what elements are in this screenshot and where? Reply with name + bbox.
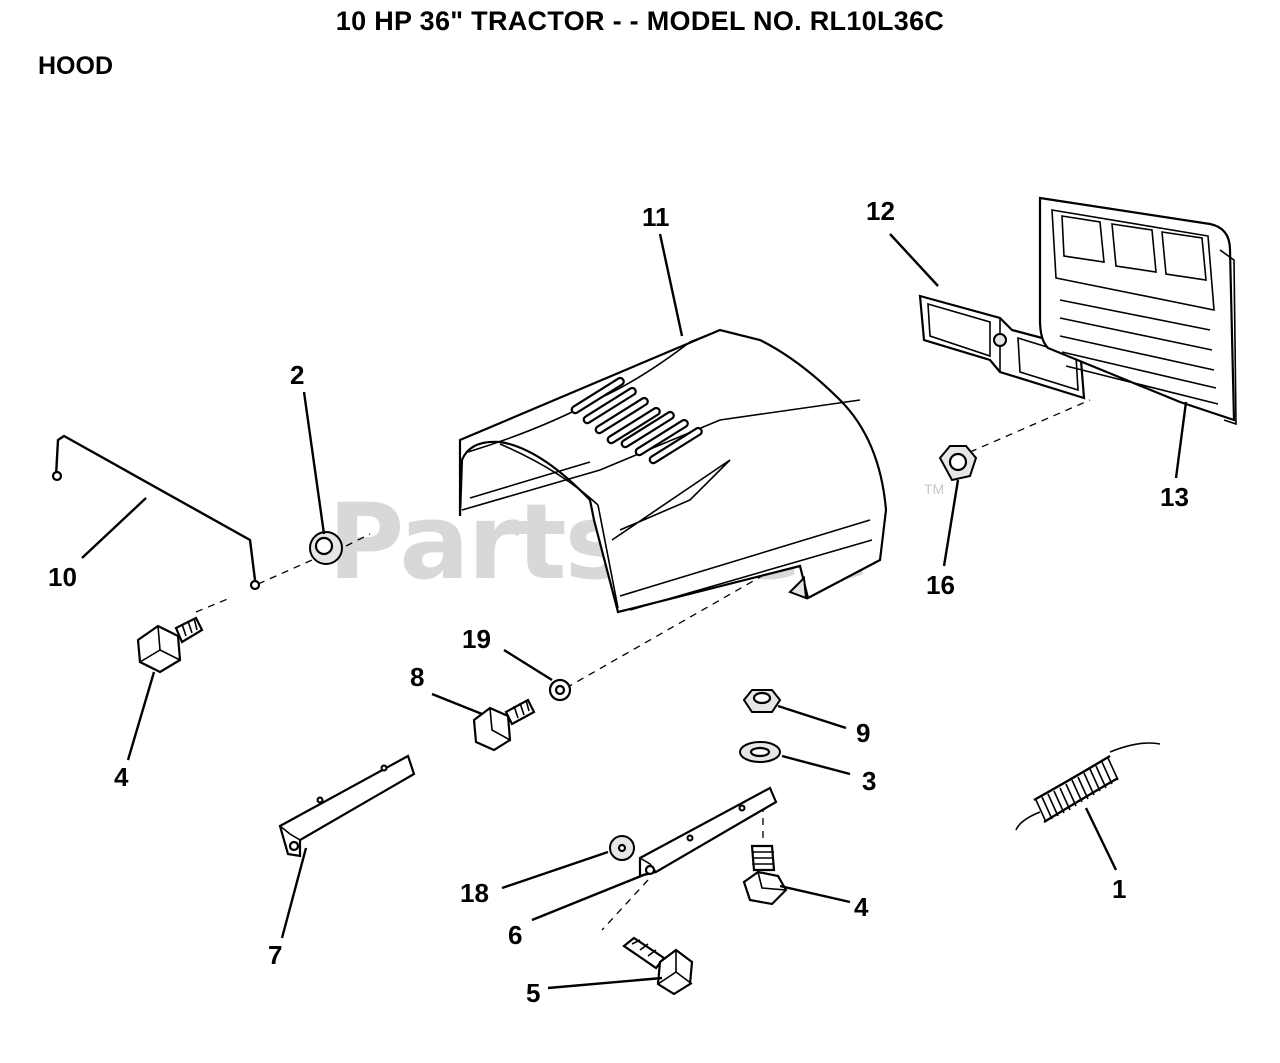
callout-1: 1 [1112, 874, 1126, 904]
bar-part-6 [638, 786, 778, 878]
callout-16: 16 [926, 570, 955, 600]
hood-vents [570, 376, 703, 465]
callout-10: 10 [48, 562, 77, 592]
washer-part-3 [739, 741, 781, 763]
spring-part-1 [1015, 742, 1161, 831]
assembly-lines [195, 399, 1091, 931]
watermark-trademark: TM [924, 481, 944, 497]
bolt-part-4-left [136, 616, 204, 674]
callout-4-right: 4 [854, 892, 869, 922]
washer-part-18 [609, 835, 635, 861]
callout-11: 11 [642, 202, 670, 232]
bracket-part-7 [278, 754, 416, 858]
callout-labels: 11 12 13 2 10 16 19 8 4 9 3 1 7 18 6 4 5 [48, 196, 1189, 1008]
callout-18: 18 [460, 878, 489, 908]
nut-part-9 [742, 689, 782, 713]
bolt-part-8 [472, 698, 536, 752]
spring-coil [1033, 754, 1119, 824]
callout-4-left: 4 [114, 762, 129, 792]
diagram-title: 10 HP 36" TRACTOR - - MODEL NO. RL10L36C [335, 6, 945, 36]
callout-13: 13 [1160, 482, 1189, 512]
grille-part-13 [1038, 196, 1237, 426]
callout-2: 2 [290, 360, 304, 390]
callout-6: 6 [508, 920, 522, 950]
hood-part-11 [458, 328, 888, 614]
callout-8: 8 [410, 662, 424, 692]
leader-lines [81, 233, 1188, 990]
nut-part-2 [309, 531, 343, 565]
callout-12: 12 [866, 196, 895, 226]
washer-part-19 [548, 678, 572, 702]
callout-9: 9 [856, 718, 870, 748]
section-label: HOOD [38, 52, 113, 80]
nut-part-16 [938, 445, 978, 482]
callout-5: 5 [526, 978, 540, 1008]
callout-3: 3 [862, 766, 876, 796]
bracket-part-12 [918, 294, 1086, 400]
callout-19: 19 [462, 624, 491, 654]
hood-rod [51, 434, 261, 591]
bolt-part-5 [622, 936, 694, 996]
callout-7: 7 [268, 940, 282, 970]
bolt-part-4-right [742, 844, 788, 906]
